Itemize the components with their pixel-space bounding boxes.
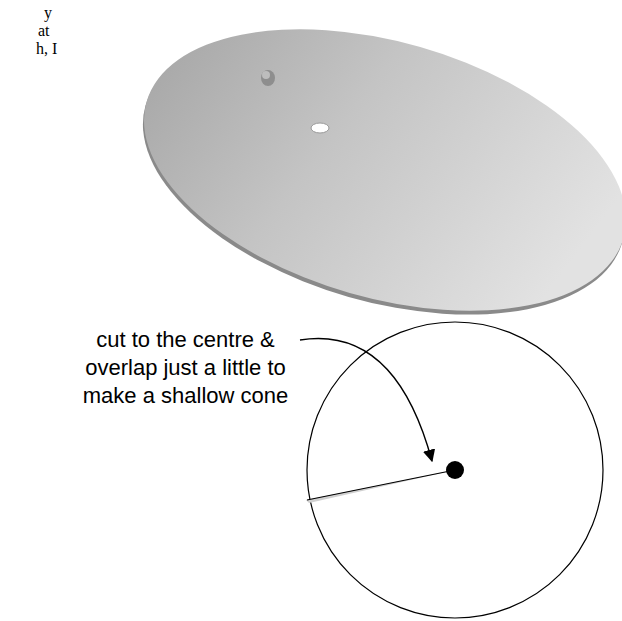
centre-dot bbox=[446, 461, 464, 479]
paper-circle bbox=[307, 322, 603, 618]
text-fragment: y bbox=[44, 4, 52, 22]
overlap-sliver bbox=[306, 470, 455, 503]
callout-arrow bbox=[300, 339, 432, 461]
centre-hole bbox=[311, 123, 329, 133]
text-fragment: at bbox=[38, 22, 50, 40]
bump bbox=[261, 70, 275, 86]
callout-note: cut to the centre & overlap just a littl… bbox=[78, 326, 293, 410]
cut-line bbox=[307, 470, 455, 500]
cone-disc bbox=[110, 0, 622, 365]
bump-highlight bbox=[262, 71, 270, 79]
text-fragment: h, I bbox=[36, 40, 57, 58]
